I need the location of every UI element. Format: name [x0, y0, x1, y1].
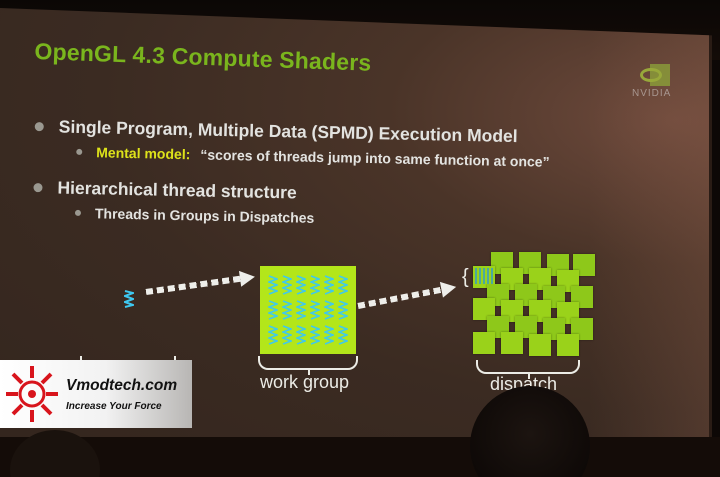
vmodtech-emblem-icon — [6, 366, 58, 422]
bullet-text: Hierarchical thread structure — [57, 177, 297, 203]
thread-zigzag-icon — [296, 274, 306, 295]
sub-bullet-text: “scores of threads jump into same functi… — [200, 146, 550, 170]
thread-zigzag-icon — [282, 300, 292, 320]
thread-zigzag-icon — [268, 300, 278, 320]
bullet-list: Single Program, Multiple Data (SPMD) Exe… — [32, 116, 550, 249]
work-group-box — [260, 266, 356, 354]
thread-zigzag-icon — [338, 274, 348, 295]
nvidia-eye-icon — [640, 64, 670, 86]
thread-zigzag-icon — [310, 300, 320, 320]
highlight-label: Mental model: — [96, 144, 191, 163]
bullet-dot-icon — [33, 182, 43, 193]
audience-head — [470, 386, 590, 477]
thread-zigzag-icon — [338, 325, 348, 346]
thread-zigzag-icon — [310, 274, 320, 295]
watermark-tagline: Increase Your Force — [66, 400, 162, 412]
thread-zigzag-icon — [282, 325, 292, 346]
thread-zigzag-icon — [268, 325, 278, 346]
thread-zigzag-icon — [324, 300, 334, 320]
room-floor — [0, 437, 720, 477]
work-group-label: work group — [260, 372, 350, 392]
dispatch-brace — [476, 360, 580, 379]
thread-zigzag-icon — [124, 290, 134, 308]
sub-bullet-threads: Threads in Groups in Dispatches — [74, 205, 549, 231]
nvidia-logo-text: NVIDIA — [632, 88, 672, 99]
sub-bullet-mental-model: Mental model: “scores of threads jump in… — [76, 144, 550, 170]
selected-work-group — [475, 268, 495, 284]
bullet-dot-icon — [34, 121, 44, 132]
thread-zigzag-icon — [338, 300, 348, 320]
work-group-brace — [258, 356, 358, 375]
thread-zigzag-icon — [310, 325, 320, 346]
dispatch-grid — [473, 252, 595, 356]
thread-zigzag-icon — [324, 274, 334, 295]
bullet-dot-icon — [76, 148, 83, 155]
bullet-dot-icon — [74, 209, 82, 216]
thread-zigzag-icon — [296, 325, 306, 346]
nvidia-logo: NVIDIA — [632, 64, 680, 99]
sub-bullet-text: Threads in Groups in Dispatches — [94, 205, 315, 226]
watermark-banner: Vmodtech.com Increase Your Force — [0, 360, 192, 428]
thread-zigzag-icon — [282, 274, 292, 295]
watermark-site: Vmodtech.com — [66, 376, 178, 394]
thread-zigzag-icon — [324, 325, 334, 346]
dispatch-small-brace: { — [462, 266, 469, 288]
thread-zigzag-icon — [296, 300, 306, 320]
thread-zigzag-icon — [268, 274, 278, 295]
bullet-hierarchy: Hierarchical thread structure — [33, 177, 549, 209]
